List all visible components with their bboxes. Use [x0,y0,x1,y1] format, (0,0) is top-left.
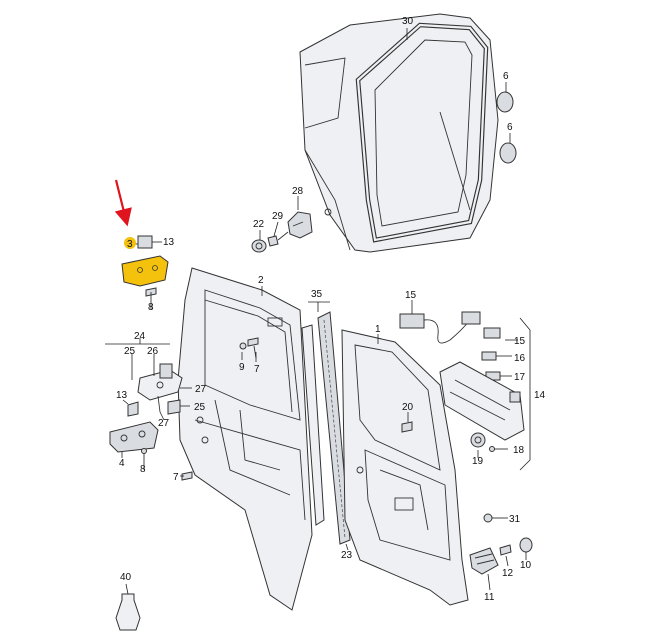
callout-7: 7 [173,472,179,483]
callout-26: 26 [147,346,159,357]
screw-8b [141,448,147,464]
callout-19: 19 [472,456,484,467]
callout-4: 4 [119,458,125,469]
callout-labels: 30 6 6 28 22 29 3 13 8 2 35 1 15 15 16 1… [116,16,546,603]
screw-8a [145,287,157,302]
callout-16: 16 [514,353,526,364]
screw-7b [181,471,193,481]
cap-10 [519,537,533,553]
callout-31: 31 [509,514,521,525]
callout-6: 6 [503,71,509,82]
screw-20 [401,421,413,433]
callout-29: 29 [272,211,284,222]
van-rear-body [299,13,499,253]
bracket-16 [481,351,497,361]
callout-13: 13 [116,390,128,401]
grease-tube-40 [115,593,141,631]
callout-13: 13 [163,237,175,248]
callout-25: 25 [124,346,136,357]
callout-28: 28 [292,186,304,197]
callout-27: 27 [195,384,207,395]
callout-11: 11 [484,592,495,603]
screw-31 [483,513,504,523]
door-shell-2 [177,267,313,611]
callout-18: 18 [513,445,525,456]
callout-15: 15 [514,336,526,347]
hinge-roller-assembly [127,363,183,417]
bolt-22 [251,239,267,253]
callout-30: 30 [402,16,414,27]
lower-hinge-4 [109,421,159,453]
callout-9: 9 [239,362,245,373]
screw-18 [489,446,508,452]
callout-23: 23 [341,550,353,561]
hinge-bracket-3 [121,255,169,287]
shim-plate-13a [137,235,153,249]
guide-rail-35 [301,311,351,545]
callout-2: 2 [258,275,264,286]
callout-8: 8 [140,464,146,475]
callout-3-marker [124,237,136,249]
callout-3: 3 [127,239,133,250]
bolt-9 [239,342,247,350]
callout-12: 12 [502,568,514,579]
hinge-cap-6b [499,142,517,164]
striker-11 [469,547,499,575]
hinge-cap-6a [496,91,514,113]
callout-20: 20 [402,402,414,413]
callout-24: 24 [134,331,146,342]
callout-14: 14 [534,390,546,401]
grommet-19 [470,432,486,448]
door-inner-panel-1 [341,329,469,606]
highlight-arrow [114,179,132,227]
callout-22: 22 [253,219,265,230]
callout-1: 1 [375,324,381,335]
callout-25: 25 [194,402,206,413]
callout-15: 15 [405,290,417,301]
callout-7: 7 [254,364,260,375]
callout-35: 35 [311,289,323,300]
callout-40: 40 [120,572,132,583]
bolt-12 [499,544,512,556]
callout-8: 8 [148,302,154,313]
callout-6: 6 [507,122,513,133]
callout-17: 17 [514,372,526,383]
door-buffer-28 [287,211,313,239]
callout-10: 10 [520,560,532,571]
washer-29 [267,231,289,247]
lock-actuator-15 [399,311,501,344]
leader-lines [105,28,531,595]
lock-mechanism-14 [439,361,525,441]
callout-27: 27 [158,418,170,429]
